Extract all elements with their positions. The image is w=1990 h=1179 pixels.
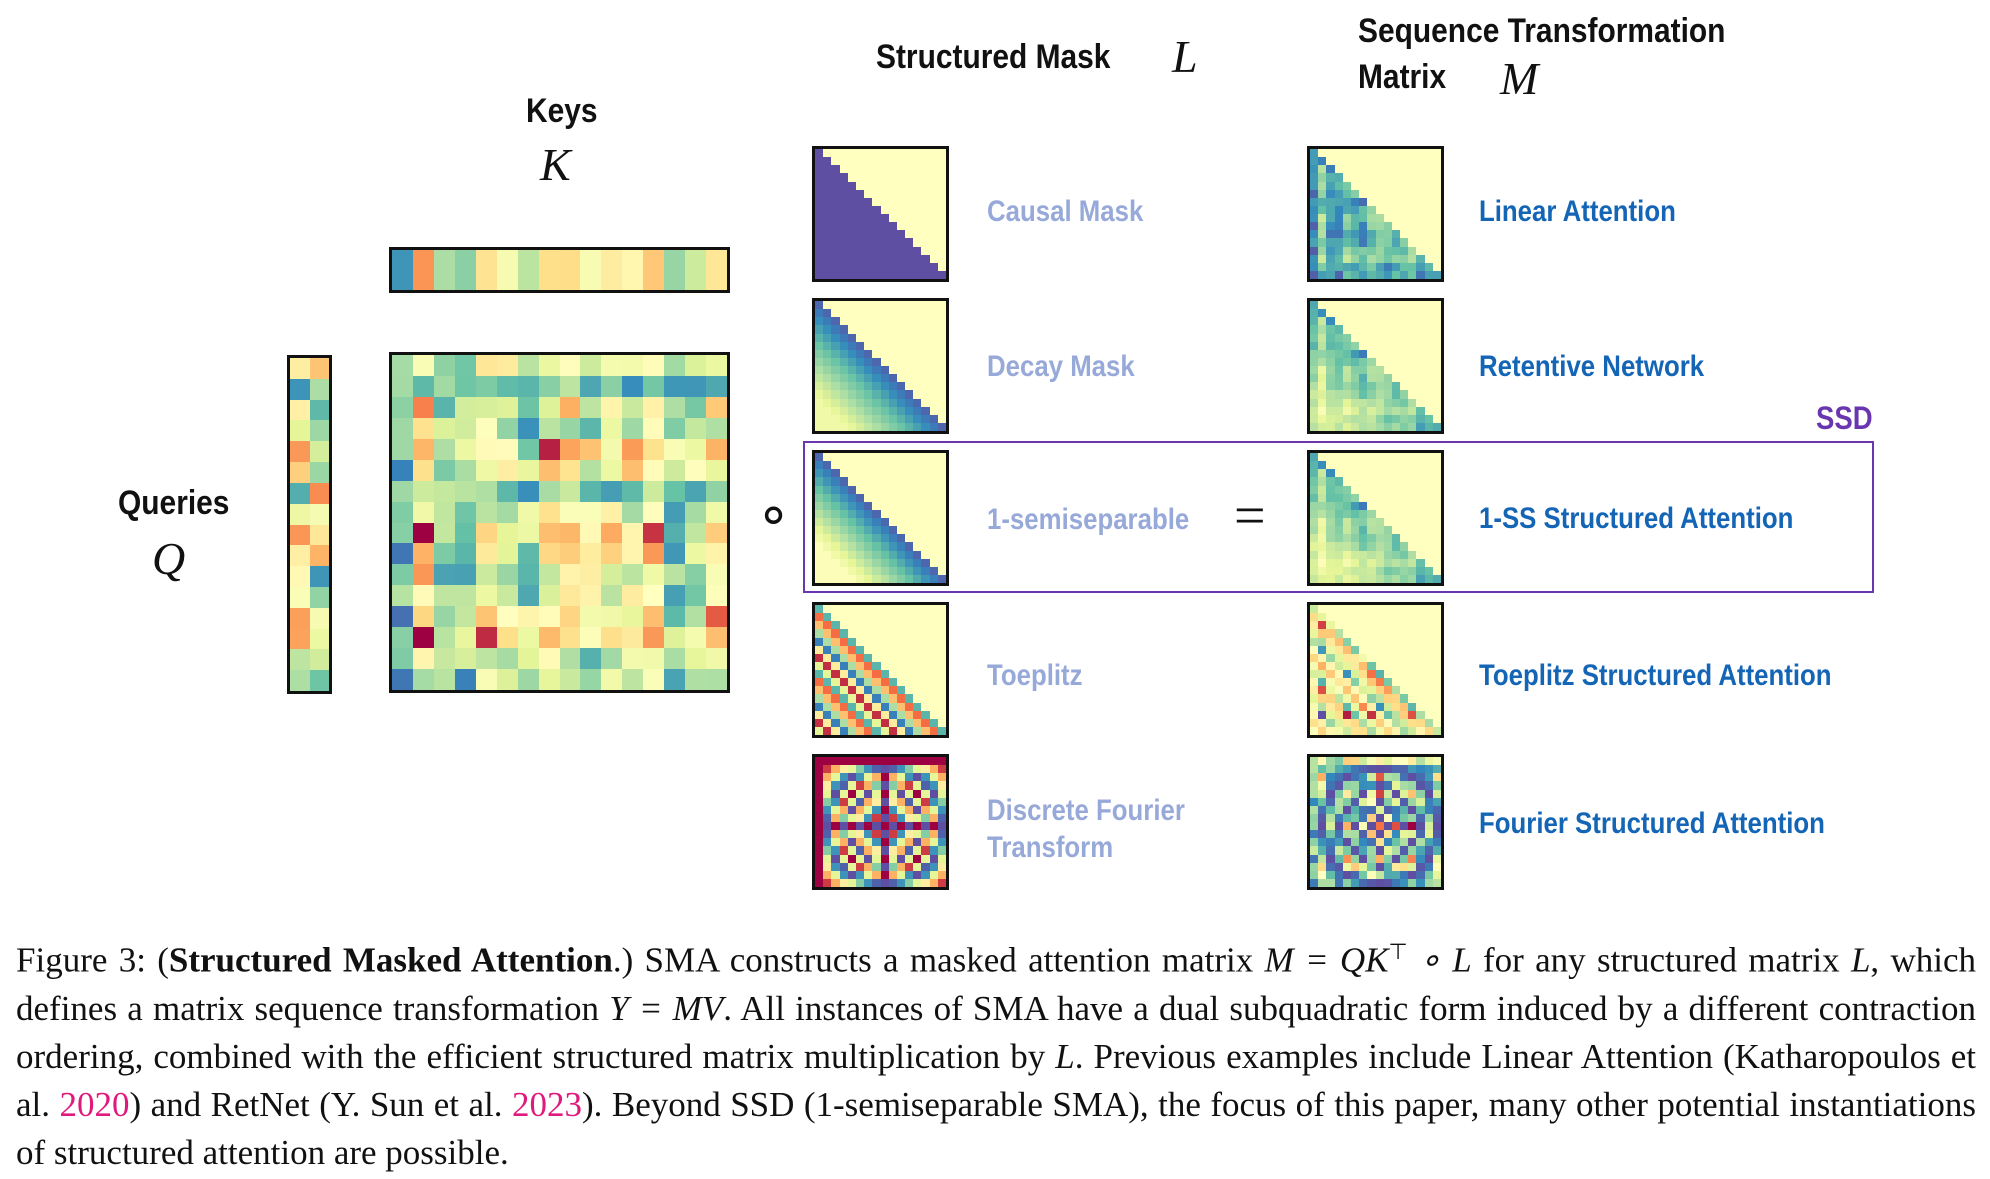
semiseparable-label: 1-semiseparable (987, 503, 1190, 536)
output-header-symbol: M (1500, 53, 1539, 104)
fourier-mask-matrix (812, 754, 949, 890)
decay-mask-label: Decay Mask (987, 350, 1135, 383)
queries-symbol: Q (152, 533, 186, 584)
causal-mask-matrix (812, 146, 949, 282)
figure-caption: Figure 3: (Structured Masked Attention.)… (16, 939, 1977, 1172)
retentive-network-label: Retentive Network (1479, 350, 1705, 383)
ss-structured-attention-label: 1-SS Structured Attention (1479, 502, 1794, 535)
ss-structured-attention-matrix (1307, 450, 1444, 586)
caption-text-6: ) and RetNet (Y. Sun et al. (129, 1084, 503, 1124)
toeplitz-mask-matrix (812, 602, 949, 738)
ssd-label: SSD (1816, 400, 1873, 436)
queries-vector (287, 355, 332, 694)
output-header-line1: Sequence Transformation (1358, 12, 1726, 50)
caption-equation-1-tail: ∘ L (1419, 940, 1472, 980)
retentive-network-matrix (1307, 298, 1444, 434)
fourier-structured-attention-matrix (1307, 754, 1444, 890)
caption-equation-1: M = QK (1264, 940, 1389, 980)
caption-figure-number: Figure 3: (16, 940, 146, 980)
caption-text-7: ). Beyond SSD (1-semiseparable SMA), the… (16, 1084, 1977, 1172)
caption-transpose: ⊤ (1388, 939, 1408, 964)
caption-l-1: L (1850, 940, 1871, 980)
fourier-structured-attention-label: Fourier Structured Attention (1479, 807, 1825, 840)
decay-mask-matrix (812, 298, 949, 434)
output-header-line2: Matrix (1358, 58, 1447, 96)
caption-text-3: , which defines a matrix sequence transf… (16, 940, 1977, 1028)
causal-mask-label: Causal Mask (987, 195, 1144, 228)
toeplitz-structured-attention-label: Toeplitz Structured Attention (1479, 659, 1832, 692)
queries-title: Queries (118, 484, 230, 522)
linear-attention-label: Linear Attention (1479, 195, 1676, 228)
caption-equation-2: Y = MV (609, 988, 724, 1028)
mask-header-symbol: L (1172, 31, 1198, 82)
hadamard-operator: ∘ (756, 484, 792, 546)
keys-symbol: K (540, 139, 571, 190)
citation-link-2023[interactable]: 2023 (511, 1084, 582, 1124)
toeplitz-structured-attention-matrix (1307, 602, 1444, 738)
fourier-label-line1: Discrete Fourier (987, 794, 1185, 827)
toeplitz-label: Toeplitz (987, 659, 1083, 692)
equals-operator: = (1234, 485, 1266, 547)
linear-attention-matrix (1307, 146, 1444, 282)
mask-header-title: Structured Mask (876, 38, 1111, 76)
caption-text-2: for any structured matrix (1483, 940, 1840, 980)
qk-matrix (389, 352, 730, 693)
semiseparable-mask-matrix (812, 450, 949, 586)
caption-text-5: . Previous examples include Linear Atten… (16, 1036, 1977, 1124)
fourier-label-line2: Transform (987, 831, 1114, 864)
keys-vector (389, 247, 730, 293)
caption-text-1: SMA constructs a masked attention matrix (644, 940, 1254, 980)
caption-text-4: . All instances of SMA have a dual subqu… (16, 988, 1976, 1076)
ssd-highlight-box (803, 441, 1874, 593)
caption-l-2: L (1055, 1036, 1075, 1076)
keys-title: Keys (526, 92, 598, 130)
caption-title: Structured Masked Attention (168, 940, 613, 980)
citation-link-2020[interactable]: 2020 (59, 1084, 130, 1124)
